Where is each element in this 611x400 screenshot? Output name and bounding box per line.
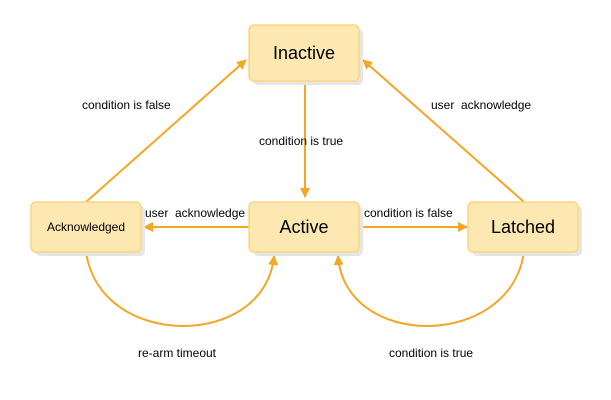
state-label-inactive: Inactive xyxy=(273,43,335,63)
label-acknowledged-to-inactive: condition is false xyxy=(82,98,171,112)
state-label-active: Active xyxy=(279,217,328,237)
label-latched-to-inactive: user acknowledge xyxy=(431,98,531,112)
edge-acknowledged-to-active xyxy=(85,251,279,327)
edge-latched-to-active xyxy=(333,251,525,327)
label-latched-to-active: condition is true xyxy=(389,346,473,360)
label-acknowledged-to-active: re-arm timeout xyxy=(138,346,217,360)
state-label-acknowledged: Acknowledged xyxy=(47,220,125,234)
edge-acknowledged-to-inactive xyxy=(85,59,247,203)
label-active-to-latched: condition is false xyxy=(364,206,453,220)
state-label-latched: Latched xyxy=(491,217,555,237)
state-node-latched: Latched xyxy=(467,201,582,256)
state-node-active: Active xyxy=(248,201,363,256)
label-inactive-to-active: condition is true xyxy=(259,134,343,148)
label-active-to-acknowledged: user acknowledge xyxy=(145,206,245,220)
state-node-acknowledged: Acknowledged xyxy=(30,201,145,256)
edges xyxy=(85,59,525,327)
state-node-inactive: Inactive xyxy=(248,24,363,85)
edge-latched-to-inactive xyxy=(362,59,525,203)
edge-labels: condition is true condition is false use… xyxy=(82,98,531,360)
